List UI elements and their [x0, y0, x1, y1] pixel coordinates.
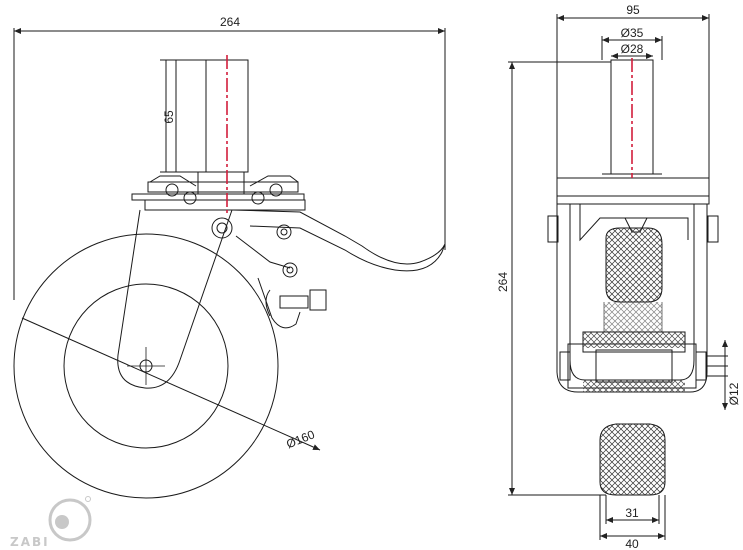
brake-lever — [231, 209, 446, 272]
upper-tyre — [605, 227, 663, 303]
stem-outer-diameter-label: Ø35 — [621, 26, 644, 40]
wheel-width-label: 40 — [625, 537, 639, 550]
front-height-label: 264 — [496, 272, 510, 292]
axle-diameter-label: Ø12 — [727, 382, 741, 405]
wheel-hub — [63, 283, 229, 449]
top-plate — [147, 181, 299, 193]
side-view — [13, 28, 446, 499]
front-width-label: 95 — [626, 3, 640, 17]
fork-leg — [117, 209, 233, 389]
wheel-outer — [13, 233, 279, 499]
lower-tyre — [599, 423, 666, 496]
hub-hatch — [583, 332, 685, 348]
logo-text: ZABI — [10, 535, 50, 549]
wheel-diameter-leader — [21, 317, 321, 451]
stem-inner-diameter-label: Ø28 — [621, 42, 644, 56]
stem-height-label: 65 — [162, 110, 176, 124]
stem-outer — [175, 59, 249, 173]
front-view — [508, 14, 728, 540]
side-width-label: 264 — [220, 15, 240, 29]
wheel-diameter-label: Ø160 — [284, 427, 317, 451]
front-head-plate — [556, 177, 710, 197]
zabi-logo: ZABI — [10, 496, 92, 549]
tread-width-label: 31 — [625, 506, 639, 520]
